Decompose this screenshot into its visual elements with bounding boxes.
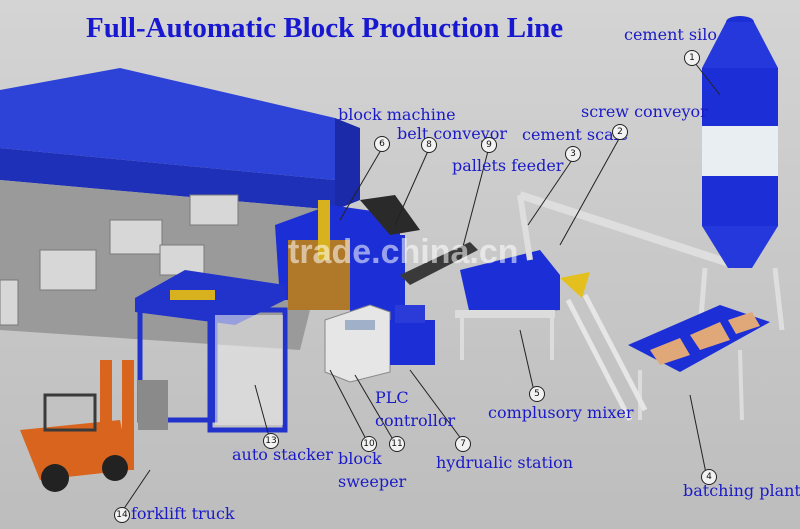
leader-lines (120, 62, 721, 514)
hydraulic-station-shape (390, 305, 435, 365)
belt-conveyor-shape (400, 242, 478, 285)
marker-8: 8 (421, 137, 437, 153)
label-hydraulic-station: hydrualic station (436, 453, 574, 472)
batching-plant-shape (628, 305, 770, 421)
marker-10: 10 (361, 436, 377, 452)
brick-stacks (0, 194, 239, 326)
label-plc-line2: controllor (375, 411, 456, 430)
inclined-conveyor-shape (565, 293, 648, 422)
marker-3: 3 (565, 146, 581, 162)
mixer-shape (455, 250, 590, 360)
label-forklift-truck: forklift truck (131, 504, 235, 523)
label-block-sweeper-line1: block (338, 449, 382, 468)
label-block-sweeper-line2: sweeper (338, 472, 407, 491)
marker-5: 5 (529, 386, 545, 402)
marker-2: 2 (612, 124, 628, 140)
watermark-text: trade.china.cn (288, 233, 519, 271)
plc-controller-shape (324, 304, 391, 383)
label-batching-plant: batching plant (683, 481, 800, 500)
label-cement-silo: cement silo (624, 25, 717, 44)
marker-14: 14 (114, 507, 130, 523)
diagram-title: Full-Automatic Block Production Line (86, 12, 564, 44)
label-pallets-feeder: pallets feeder (452, 156, 564, 175)
block-machine-shape (275, 195, 420, 325)
marker-7: 7 (455, 436, 471, 452)
label-auto-stacker: auto stacker (232, 445, 333, 464)
cement-silo-shape (697, 16, 785, 331)
marker-6: 6 (374, 136, 390, 152)
marker-9: 9 (481, 137, 497, 153)
screw-conveyor-shape (517, 191, 737, 269)
marker-11: 11 (389, 436, 405, 452)
forklift-shape (20, 360, 168, 492)
marker-4: 4 (701, 469, 717, 485)
label-block-machine: block machine (338, 105, 456, 124)
label-complusory-mixer: complusory mixer (488, 403, 634, 422)
auto-stacker-shape (135, 270, 288, 433)
marker-1: 1 (684, 50, 700, 66)
label-screw-conveyor: screw conveyor (581, 102, 708, 121)
label-plc-line1: PLC (375, 388, 409, 407)
marker-13: 13 (263, 433, 279, 449)
label-cement-scale: cement scale (522, 125, 629, 144)
